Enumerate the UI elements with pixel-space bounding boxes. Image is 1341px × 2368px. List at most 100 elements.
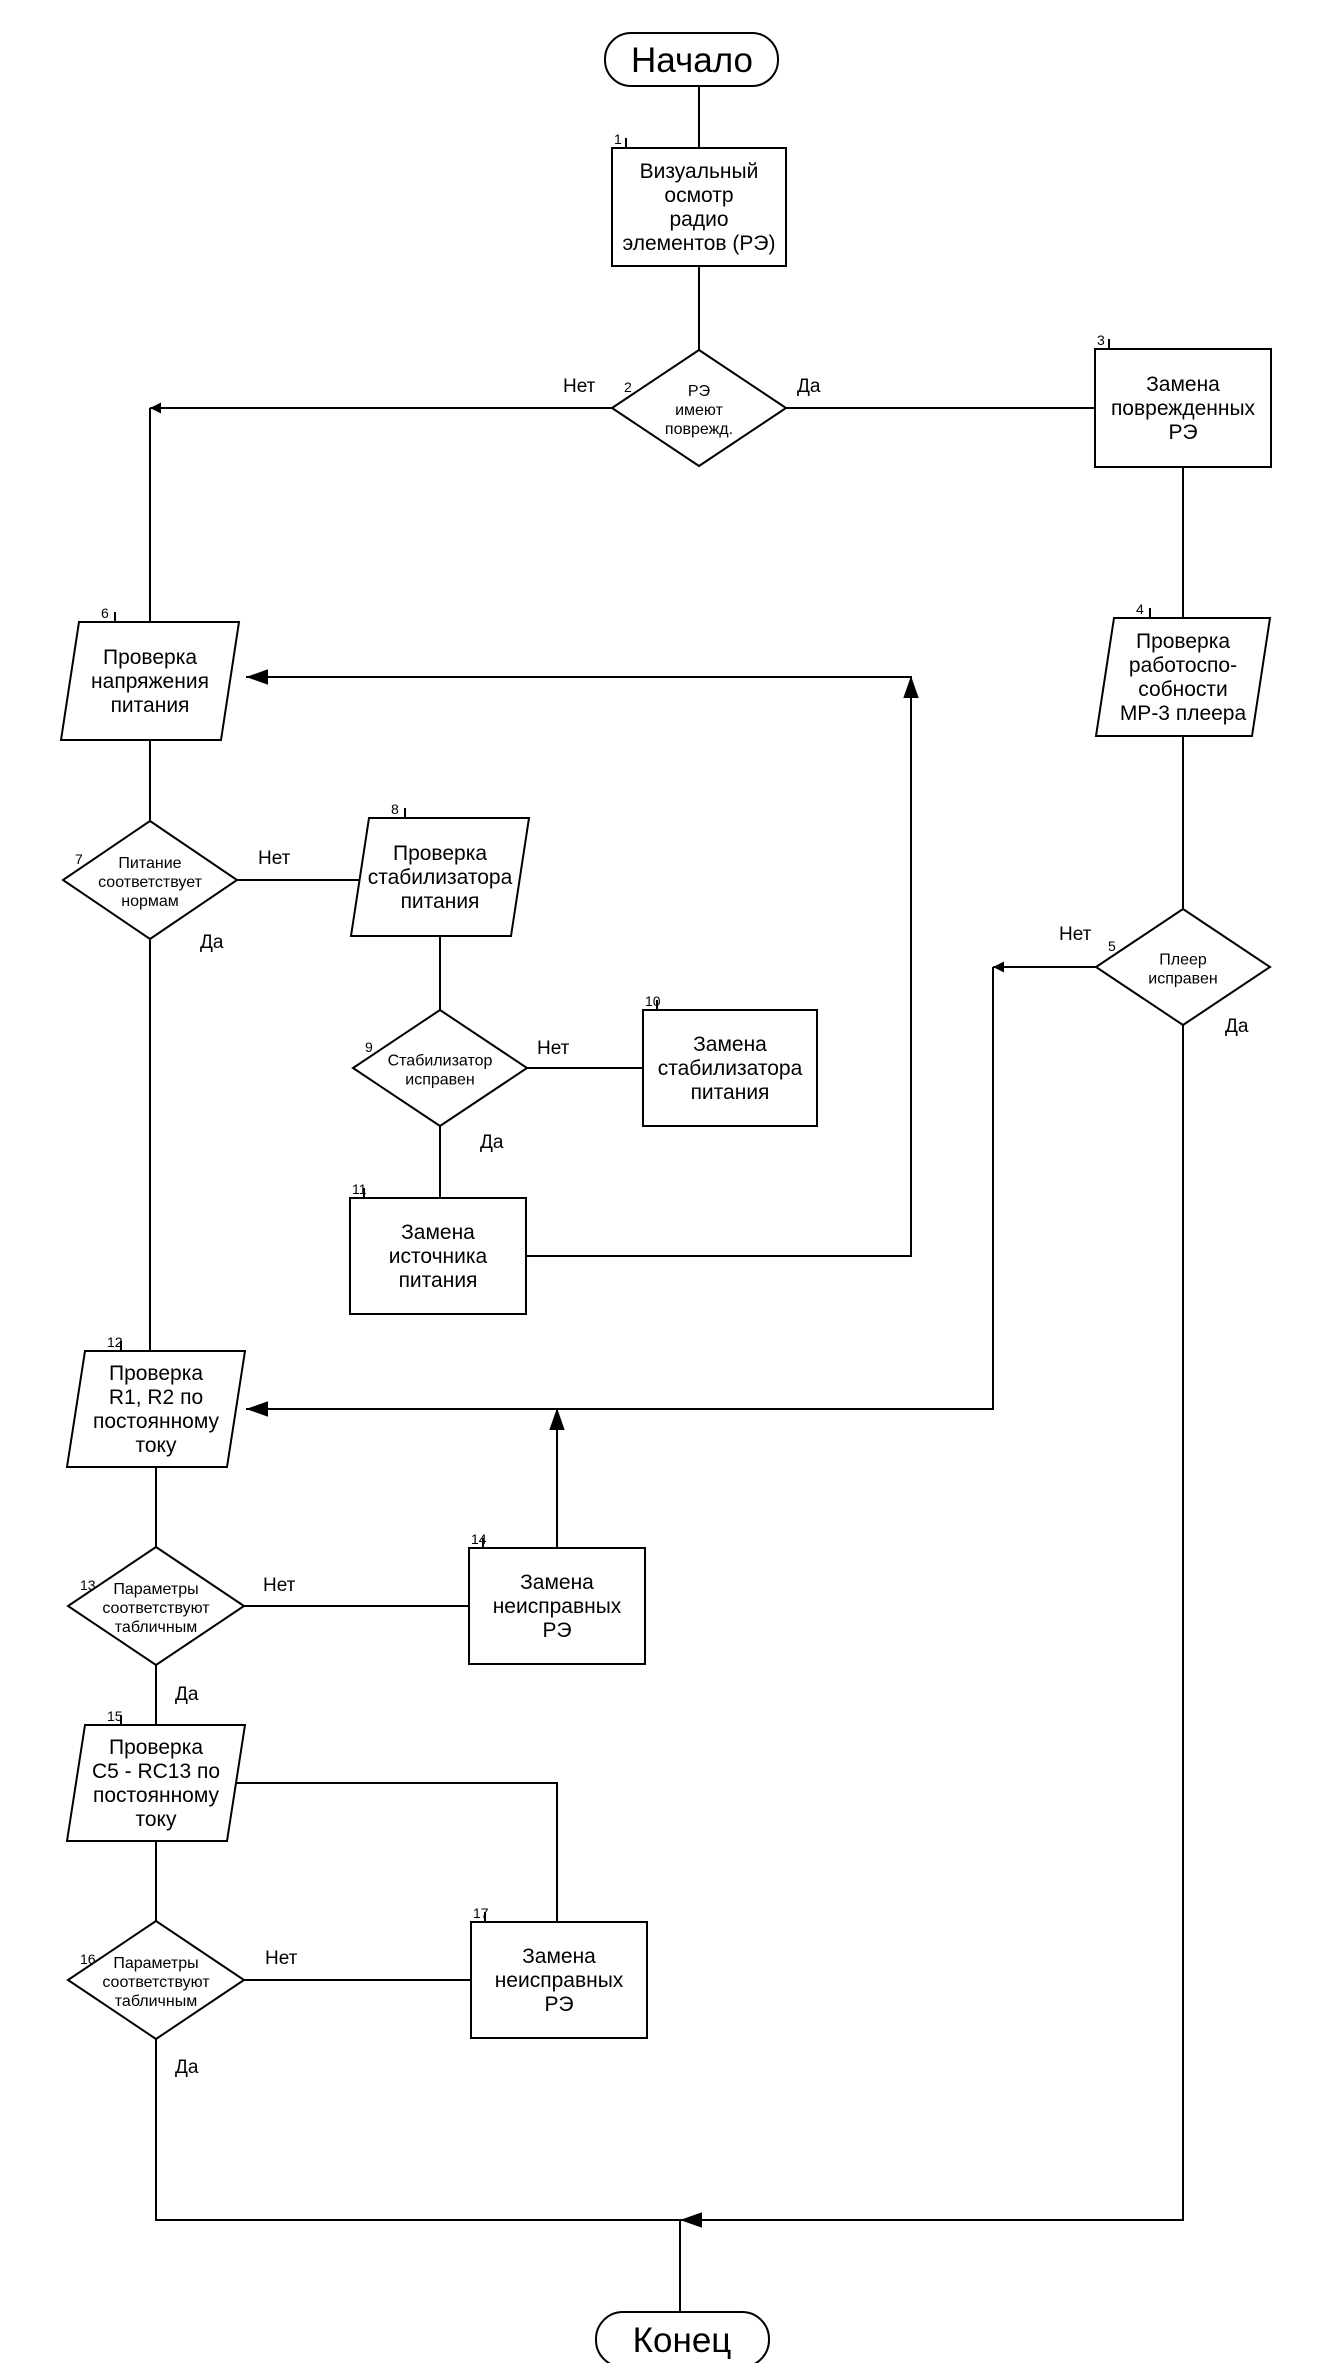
node-11-line-0: Замена: [401, 1221, 475, 1244]
node-13-line-2: табличным: [115, 1619, 197, 1636]
node-8-shape: [349, 817, 531, 937]
node-7-shape: [61, 819, 239, 941]
node-9-shape: [351, 1008, 529, 1128]
node-12-line-2: постоянному: [93, 1410, 220, 1433]
label-7-no: Нет: [258, 848, 291, 869]
node-12-shape: [65, 1350, 247, 1468]
node-2-line-2: поврежд.: [665, 421, 733, 438]
node-2-shape: [610, 348, 788, 468]
terminal-end: Конец: [595, 2311, 770, 2368]
node-14-line-2: РЭ: [542, 1619, 571, 1642]
node-6-line-0: Проверка: [103, 646, 197, 669]
connector-17-15: [206, 1777, 558, 1923]
label-16-yes: Да: [175, 2057, 199, 2078]
connector-5-no-route: [246, 967, 994, 1417]
label-7-yes: Да: [200, 932, 224, 953]
node-6-shape: [59, 621, 241, 741]
node-1-line-2: радио: [669, 208, 728, 231]
node-12-number: 12: [107, 1334, 123, 1350]
node-14-line-1: неисправных: [493, 1595, 622, 1618]
node-5-line-1: исправен: [1148, 971, 1217, 988]
node-4-line-1: работоспо-: [1129, 654, 1237, 677]
node-17-number: 17: [473, 1905, 489, 1921]
node-16-shape: [66, 1919, 246, 2041]
node-12-line-3: току: [136, 1434, 177, 1457]
node-11-number: 11: [352, 1181, 367, 1197]
node-15-shape: [65, 1724, 247, 1842]
node-6-line-2: питания: [111, 694, 190, 717]
node-10-line-1: стабилизатора: [658, 1057, 803, 1080]
node-3-line-2: РЭ: [1168, 421, 1197, 444]
node-1-number: 1: [614, 131, 622, 147]
node-11-shape: [349, 1197, 527, 1315]
node-13-line-0: Параметры: [113, 1581, 198, 1598]
label-13-yes: Да: [175, 1684, 199, 1705]
node-3-shape: [1094, 348, 1272, 468]
node-17-line-0: Замена: [522, 1945, 596, 1968]
node-16-line-2: табличным: [115, 1993, 197, 2010]
node-15-line-3: току: [136, 1808, 177, 1831]
node-10-shape: [642, 1009, 818, 1127]
node-17-line-1: неисправных: [495, 1969, 624, 1992]
node-5-shape: [1094, 907, 1272, 1027]
label-5-yes: Да: [1225, 1016, 1249, 1037]
label-2-yes: Да: [797, 376, 821, 397]
node-10-line-0: Замена: [693, 1033, 767, 1056]
label-5-no: Нет: [1059, 924, 1092, 945]
node-7-line-2: нормам: [121, 893, 179, 910]
node-12-line-0: Проверка: [109, 1362, 203, 1385]
node-15-line-1: С5 - RC13 по: [92, 1760, 220, 1783]
node-14-number: 14: [471, 1531, 487, 1547]
node-14-shape: [468, 1547, 646, 1665]
terminal-start-label: Начало: [631, 41, 753, 80]
node-7-number: 7: [75, 851, 83, 867]
node-3-line-1: поврежденных: [1111, 397, 1256, 420]
node-2-line-1: имеют: [675, 402, 723, 419]
node-2-line-0: РЭ: [688, 383, 710, 400]
node-8-line-2: питания: [401, 890, 480, 913]
node-16-number: 16: [80, 1951, 96, 1967]
node-17-line-2: РЭ: [544, 1993, 573, 2016]
label-2-no: Нет: [563, 376, 596, 397]
node-5-number: 5: [1108, 938, 1116, 954]
label-9-no: Нет: [537, 1038, 570, 1059]
label-9-yes: Да: [480, 1132, 504, 1153]
connector-5-yes: [680, 1025, 1184, 2228]
node-8-line-0: Проверка: [393, 842, 487, 865]
node-6-line-1: напряжения: [91, 670, 209, 693]
node-10-line-2: питания: [691, 1081, 770, 1104]
node-1-line-1: осмотр: [664, 184, 733, 207]
node-10-number: 10: [645, 993, 661, 1009]
node-12-line-1: R1, R2 по: [109, 1386, 203, 1409]
node-13-number: 13: [80, 1577, 96, 1593]
label-16-no: Нет: [265, 1948, 298, 1969]
node-3-number: 3: [1097, 332, 1105, 348]
node-8-number: 8: [391, 801, 399, 817]
terminal-start: Начало: [604, 32, 779, 87]
node-1-shape: [611, 147, 787, 267]
node-9-number: 9: [365, 1039, 373, 1055]
node-15-number: 15: [107, 1708, 123, 1724]
connectors: [149, 86, 1184, 2312]
node-13-line-1: соответствуют: [102, 1600, 210, 1617]
node-14-line-0: Замена: [520, 1571, 594, 1594]
node-13: 13 Параметры соответствуют табличным: [66, 1545, 246, 1667]
node-7-line-1: соответствует: [98, 874, 202, 891]
label-13-no: Нет: [263, 1575, 296, 1596]
terminal-end-label: Конец: [633, 2321, 732, 2360]
node-17-shape: [470, 1921, 648, 2039]
